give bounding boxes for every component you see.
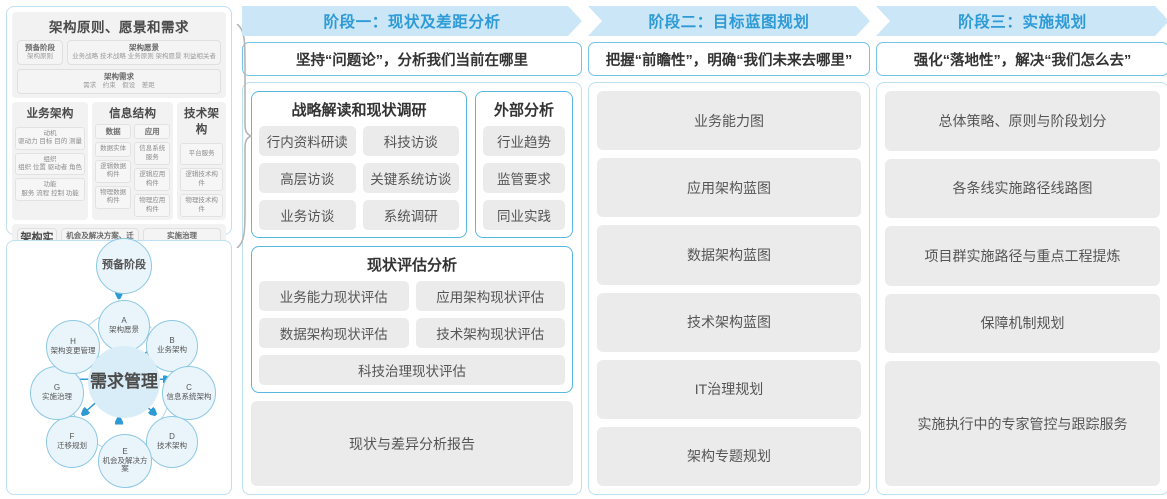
organization-box: 组织 组织 位置 驱动者 角色 xyxy=(15,152,86,176)
requirements-sub: 需求 约束 假设 差距 xyxy=(83,82,155,90)
stage-1-body: 战略解读和现状调研 行内资料研读 科技访谈 高层访谈 关键系统访谈 业务访谈 系… xyxy=(242,82,582,495)
list-item[interactable]: IT治理规划 xyxy=(597,359,861,419)
adm-cycle-card: 预备阶段 A 架构愿景 B 业务架构 C 信息系统架构 D 技术架构 xyxy=(6,238,232,495)
application-subcolumn: 应用 信息系统服务 逻辑应用构件 物理应用构件 xyxy=(134,123,171,217)
stage-1-subtitle: 坚持“问题论”，分析我们当前在哪里 xyxy=(242,42,582,76)
brace-connector-icon xyxy=(236,24,252,248)
group-strategy-title: 战略解读和现状调研 xyxy=(291,102,427,119)
prep-phase-box: 预备阶段 架构原则 xyxy=(17,40,63,65)
stage-2-body: 业务能力图 应用架构蓝图 数据架构蓝图 技术架构蓝图 IT治理规划 架构专题规划 xyxy=(588,82,870,495)
stage-3-list: 总体策略、原则与阶段划分 各条线实施路径线路图 项目群实施路径与重点工程提炼 保… xyxy=(885,91,1160,487)
adm-diagram: 预备阶段 A 架构愿景 B 业务架构 C 信息系统架构 D 技术架构 xyxy=(12,238,226,489)
stage-2-band-wrap: 阶段二：目标蓝图规划 xyxy=(588,6,870,36)
adm-node-g: G 实施治理 xyxy=(30,366,84,420)
chip-item[interactable]: 行内资料研读 xyxy=(259,126,356,156)
chip-item[interactable]: 系统调研 xyxy=(362,200,459,230)
list-item[interactable]: 各条线实施路径线路图 xyxy=(885,158,1160,219)
adm-node-c: C 信息系统架构 xyxy=(162,366,216,420)
chip-item[interactable]: 行业趋势 xyxy=(483,126,565,156)
technology-column-head: 技术架构 xyxy=(183,107,220,136)
list-item[interactable]: 总体策略、原则与阶段划分 xyxy=(885,91,1160,151)
data-subcolumn: 数据 数据实体 逻辑数据构件 物理数据构件 xyxy=(95,123,132,217)
adm-node-d: D 技术架构 xyxy=(146,416,198,468)
vision-head: 架构愿景 xyxy=(129,43,159,52)
adm-node-prep: 预备阶段 xyxy=(96,238,152,294)
togaf-framework-card: 架构原则、愿景和需求 预备阶段 架构原则 架构愿景 业务战略 技术战略 业务原则… xyxy=(6,6,232,267)
information-column-head: 信息结构 xyxy=(109,107,157,120)
list-item[interactable]: 应用架构蓝图 xyxy=(597,158,861,218)
adm-node-e: E 机会及解决方案 xyxy=(98,434,152,488)
chip-item[interactable]: 高层访谈 xyxy=(259,163,356,193)
stage-3-band: 阶段三：实施规划 xyxy=(876,6,1167,36)
group-external-title: 外部分析 xyxy=(493,102,554,119)
chip-item[interactable]: 科技访谈 xyxy=(362,126,459,156)
stage-2-subtitle: 把握“前瞻性”，明确“我们未来去哪里” xyxy=(588,42,870,76)
list-item[interactable]: 数据架构蓝图 xyxy=(597,225,861,285)
function-box: 功能 服务 流程 控制 功能 xyxy=(15,178,86,202)
list-item[interactable]: 架构专题规划 xyxy=(597,426,861,487)
adm-node-b: B 业务架构 xyxy=(146,320,198,372)
stage-1-top-row: 战略解读和现状调研 行内资料研读 科技访谈 高层访谈 关键系统访谈 业务访谈 系… xyxy=(251,91,573,238)
requirements-head: 架构需求 xyxy=(104,71,134,81)
group-assessment-chips: 业务能力现状评估 应用架构现状评估 数据架构现状评估 技术架构现状评估 科技治理… xyxy=(259,281,565,385)
list-item[interactable]: 项目群实施路径与重点工程提炼 xyxy=(885,226,1160,286)
stage-2-column: 阶段二：目标蓝图规划 把握“前瞻性”，明确“我们未来去哪里” 业务能力图 应用架… xyxy=(588,6,870,495)
stage-2-band: 阶段二：目标蓝图规划 xyxy=(588,6,870,36)
group-assessment-title: 现状评估分析 xyxy=(366,257,457,274)
stage-1-band-wrap: 阶段一：现状及差距分析 xyxy=(242,6,582,36)
group-current-state-assessment: 现状评估分析 业务能力现状评估 应用架构现状评估 数据架构现状评估 技术架构现状… xyxy=(251,246,573,393)
stage-1-report[interactable]: 现状与差异分析报告 xyxy=(251,401,573,486)
vision-sub: 业务战略 技术战略 业务原则 架构愿景 利益相关者 xyxy=(72,53,216,61)
stage-1-column: 阶段一：现状及差距分析 坚持“问题论”，分析我们当前在哪里 战略解读和现状调研 … xyxy=(242,6,582,495)
prep-phase-sub: 架构原则 xyxy=(27,53,53,61)
chip-item[interactable]: 科技治理现状评估 xyxy=(259,355,565,385)
architecture-principles-band: 架构原则、愿景和需求 预备阶段 架构原则 架构愿景 业务战略 技术战略 业务原则… xyxy=(12,12,226,98)
architecture-requirements-box: 架构需求 需求 约束 假设 差距 xyxy=(17,68,221,94)
prep-phase-head: 预备阶段 xyxy=(25,43,55,52)
list-item[interactable]: 业务能力图 xyxy=(597,91,861,151)
chip-item[interactable]: 同业实践 xyxy=(483,200,565,230)
chip-item[interactable]: 应用架构现状评估 xyxy=(415,281,565,311)
adm-node-center: 需求管理 xyxy=(88,346,160,418)
left-panel: 架构原则、愿景和需求 预备阶段 架构原则 架构愿景 业务战略 技术战略 业务原则… xyxy=(0,0,252,499)
technology-architecture-column: 技术架构 平台服务 逻辑技术构件 物理技术构件 xyxy=(177,101,227,220)
chip-item[interactable]: 业务访谈 xyxy=(259,200,356,230)
framework-title: 架构原则、愿景和需求 xyxy=(49,20,189,35)
group-external-chips: 行业趋势 监管要求 同业实践 xyxy=(483,126,565,230)
framework-columns: 业务架构 动机 驱动力 目标 目的 测量 组织 组织 位置 驱动者 角色 功能 … xyxy=(12,101,227,220)
motivation-box: 动机 驱动力 目标 目的 测量 xyxy=(15,126,86,150)
stage-3-band-wrap: 阶段三：实施规划 xyxy=(876,6,1167,36)
chip-item[interactable]: 技术架构现状评估 xyxy=(415,318,565,348)
stage-2-list: 业务能力图 应用架构蓝图 数据架构蓝图 技术架构蓝图 IT治理规划 架构专题规划 xyxy=(597,91,861,487)
chip-item[interactable]: 业务能力现状评估 xyxy=(259,281,409,311)
list-item[interactable]: 保障机制规划 xyxy=(885,293,1160,354)
group-strategy-chips: 行内资料研读 科技访谈 高层访谈 关键系统访谈 业务访谈 系统调研 xyxy=(259,126,459,230)
stages-container: 阶段一：现状及差距分析 坚持“问题论”，分析我们当前在哪里 战略解读和现状调研 … xyxy=(238,0,1167,499)
group-strategy-research: 战略解读和现状调研 行内资料研读 科技访谈 高层访谈 关键系统访谈 业务访谈 系… xyxy=(251,91,467,238)
business-architecture-column: 业务架构 动机 驱动力 目标 目的 测量 组织 组织 位置 驱动者 角色 功能 … xyxy=(12,101,89,220)
stage-3-column: 阶段三：实施规划 强化“落地性”，解决“我们怎么去” 总体策略、原则与阶段划分 … xyxy=(876,6,1167,495)
business-column-head: 业务架构 xyxy=(26,107,74,120)
chip-item[interactable]: 数据架构现状评估 xyxy=(259,318,409,348)
list-item[interactable]: 实施执行中的专家管控与跟踪服务 xyxy=(885,361,1160,487)
group-external-analysis: 外部分析 行业趋势 监管要求 同业实践 xyxy=(475,91,573,238)
architecture-vision-box: 架构愿景 业务战略 技术战略 业务原则 架构愿景 利益相关者 xyxy=(67,40,221,65)
chip-item[interactable]: 监管要求 xyxy=(483,163,565,193)
chip-item[interactable]: 关键系统访谈 xyxy=(362,163,459,193)
stage-3-body: 总体策略、原则与阶段划分 各条线实施路径线路图 项目群实施路径与重点工程提炼 保… xyxy=(876,82,1167,495)
stage-1-band: 阶段一：现状及差距分析 xyxy=(242,6,582,36)
adm-node-f: F 迁移规划 xyxy=(46,416,98,468)
stage-3-subtitle: 强化“落地性”，解决“我们怎么去” xyxy=(876,42,1167,76)
information-structure-column: 信息结构 数据 数据实体 逻辑数据构件 物理数据构件 应用 信息系统服务 逻辑应… xyxy=(92,101,174,220)
adm-node-a: A 架构愿景 xyxy=(98,300,150,352)
list-item[interactable]: 技术架构蓝图 xyxy=(597,292,861,352)
